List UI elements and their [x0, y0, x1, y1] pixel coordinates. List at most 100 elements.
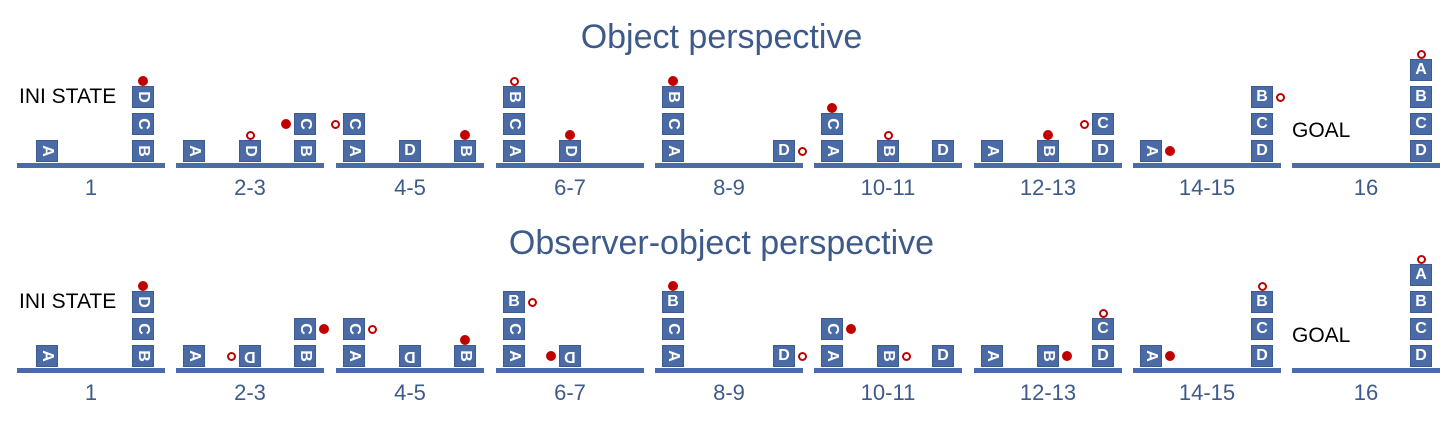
block-b: B [1409, 85, 1433, 109]
agent-marker-filled [565, 130, 575, 140]
block-c: C [131, 112, 155, 136]
block-b: B [661, 290, 685, 314]
block-c: C [820, 112, 844, 136]
block-letter: B [667, 293, 679, 310]
block-letter: A [984, 145, 1001, 157]
block-c: C [1409, 112, 1433, 136]
block-d: D [1250, 139, 1274, 163]
agent-marker-filled [1043, 130, 1053, 140]
block-letter: D [1097, 347, 1109, 364]
block-letter: C [346, 323, 363, 335]
ground-line [176, 163, 324, 168]
block-c: C [502, 317, 526, 341]
block-letter: D [1256, 347, 1268, 364]
agent-marker-filled [319, 324, 329, 334]
panel-label: 8-9 [713, 380, 745, 405]
block-letter: C [824, 118, 841, 130]
agent-marker-filled [1062, 351, 1072, 361]
block-b: B [131, 139, 155, 163]
block-a: A [1409, 58, 1433, 82]
ground-line [655, 163, 803, 168]
block-b: B [293, 139, 317, 163]
block-letter: D [562, 145, 579, 157]
block-letter: C [297, 118, 314, 130]
block-d: D [1409, 344, 1433, 368]
agent-marker-hollow [368, 324, 377, 334]
agent-marker-hollow [1080, 119, 1089, 129]
agent-marker-filled [668, 281, 678, 291]
block-b: B [1036, 139, 1060, 163]
block-a: A [980, 344, 1004, 368]
block-letter: B [1415, 88, 1427, 105]
block-letter: A [824, 350, 841, 362]
panel-label: 2-3 [234, 380, 266, 405]
block-letter: D [564, 348, 576, 365]
block-letter: A [665, 350, 682, 362]
panel-label: 12-13 [1019, 380, 1077, 405]
block-b: B [453, 139, 477, 163]
state-caption: GOAL [1292, 119, 1351, 142]
state-caption: INI STATE [19, 290, 117, 313]
block-letter: B [665, 91, 682, 103]
ground-line [974, 163, 1122, 168]
block-a: A [980, 139, 1004, 163]
block-letter: B [1256, 88, 1268, 105]
block-letter: A [506, 350, 523, 362]
agent-marker-filled [827, 103, 837, 113]
block-letter: A [186, 145, 203, 157]
block-b: B [1036, 344, 1060, 368]
block-a: A [661, 139, 685, 163]
block-letter: D [1415, 142, 1427, 159]
panel-8-9: 8-9 A C B D [655, 245, 807, 405]
block-c: C [1250, 112, 1274, 136]
block-letter: C [135, 323, 152, 335]
block-letter: C [665, 323, 682, 335]
block-d: D [931, 344, 955, 368]
block-letter: D [778, 347, 790, 364]
panel-label: 10-11 [860, 380, 916, 405]
block-d: D [131, 85, 155, 109]
agent-marker-filled [281, 119, 291, 129]
block-a: A [820, 139, 844, 163]
agent-marker-filled [546, 351, 556, 361]
panel-label: 14-15 [1178, 175, 1236, 200]
ground-line [336, 163, 484, 168]
block-letter: D [135, 91, 152, 103]
block-d: D [558, 139, 582, 163]
block-letter: C [1097, 115, 1109, 132]
agent-marker-hollow [798, 351, 807, 361]
block-d: D [398, 139, 422, 163]
ground-line [1133, 368, 1281, 373]
block-a: A [1409, 263, 1433, 287]
agent-marker-hollow [1276, 92, 1285, 102]
ground-line [496, 163, 644, 168]
panel-label: 16 [1353, 175, 1379, 200]
block-letter: A [39, 145, 56, 157]
block-a: A [1139, 139, 1163, 163]
ground-line [336, 368, 484, 373]
block-d: D [772, 139, 796, 163]
block-c: C [1091, 112, 1115, 136]
block-letter: B [135, 350, 152, 362]
agent-marker-filled [460, 130, 470, 140]
block-letter: C [506, 323, 523, 335]
block-b: B [1250, 290, 1274, 314]
block-d: D [1091, 139, 1115, 163]
block-c: C [661, 112, 685, 136]
block-letter: B [1256, 293, 1268, 310]
block-letter: B [508, 293, 520, 310]
ground-line [496, 368, 644, 373]
panel-label: 1 [84, 380, 98, 405]
panel-label: 8-9 [713, 175, 745, 200]
block-b: B [502, 290, 526, 314]
ground-line [176, 368, 324, 373]
block-letter: D [135, 296, 152, 308]
